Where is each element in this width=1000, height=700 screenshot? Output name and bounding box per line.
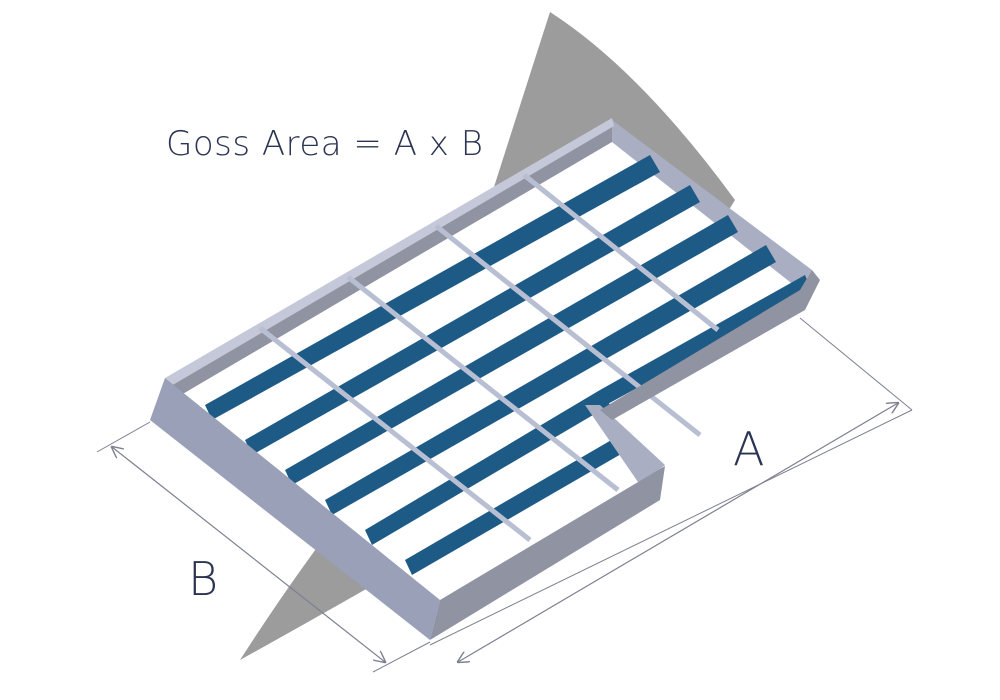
dimension-a [429,317,913,662]
frame-top-rim [165,118,614,386]
dimension-b-label: B [188,552,219,606]
dimension-a-label: A [733,422,765,476]
dimension-b [96,421,431,673]
area-formula: Goss Area = A x B [166,124,484,164]
frame-right-end [600,270,820,420]
